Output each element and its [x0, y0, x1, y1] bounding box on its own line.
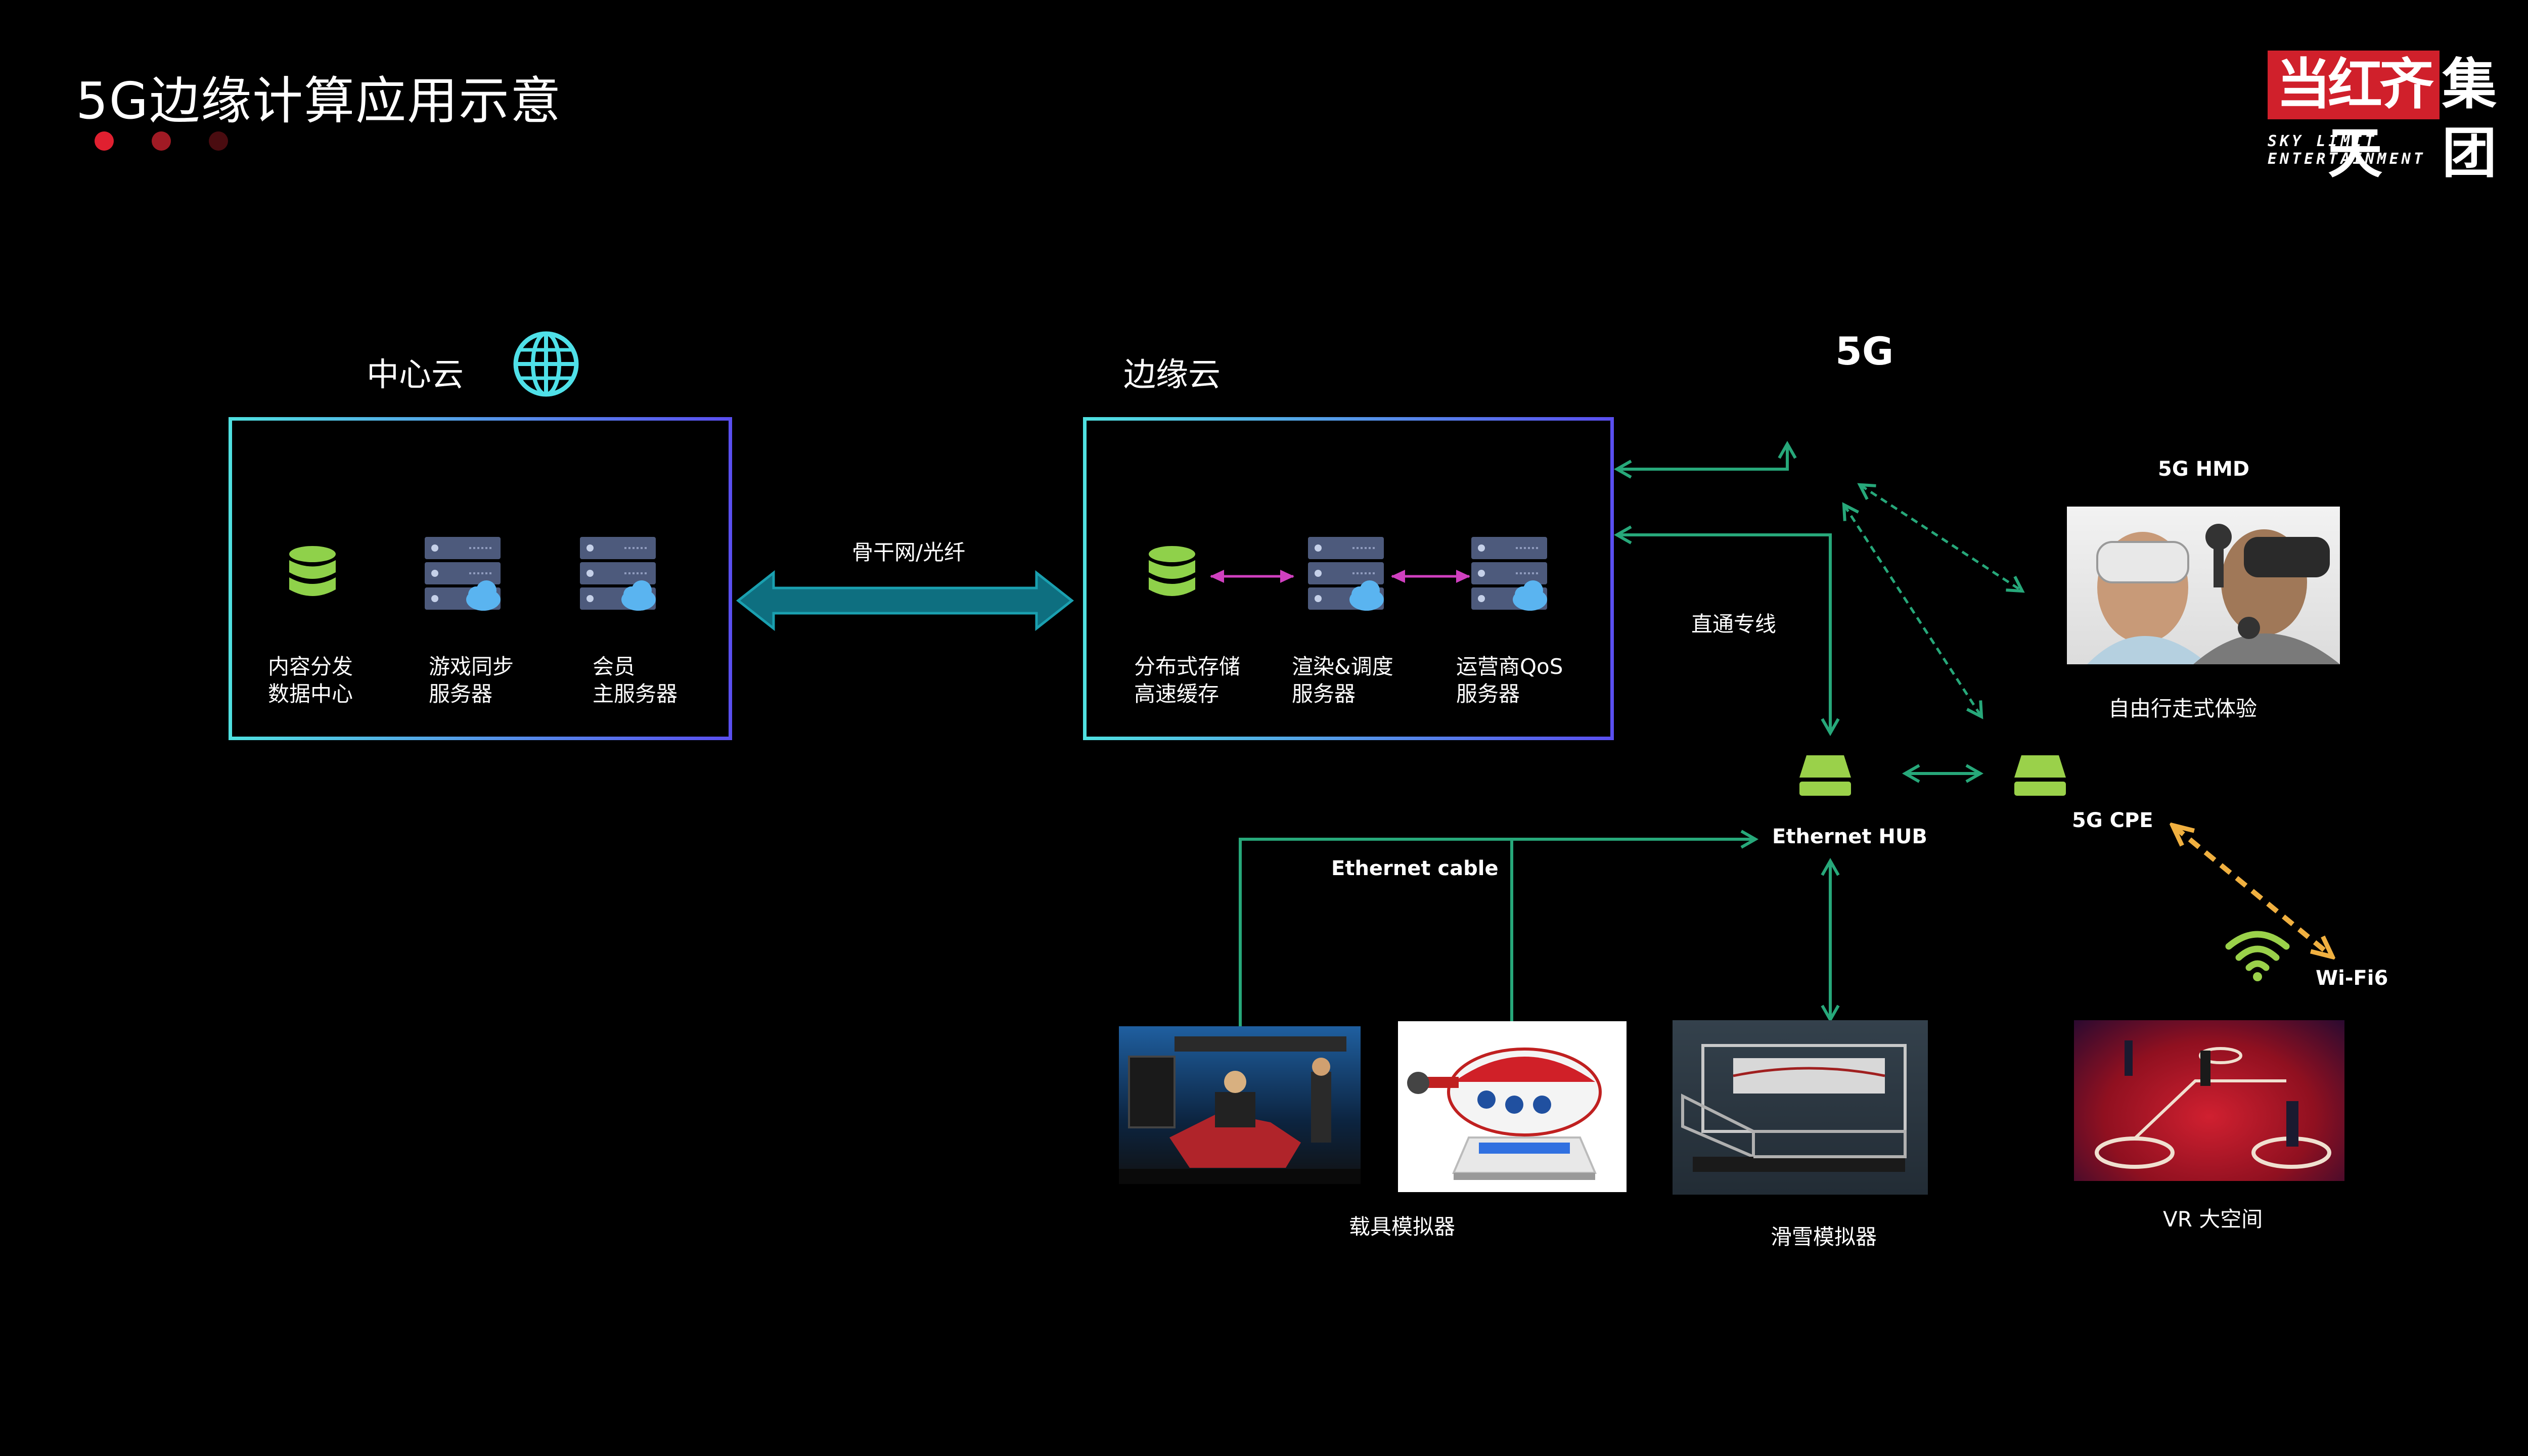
decor-dot [152, 131, 171, 151]
node-label-line1: 内容分发 [268, 654, 353, 679]
node-label: 渲染&调度 服务器 [1292, 653, 1393, 708]
logo-subtitle: SKY LIMIT ENTERTAINMENT [2268, 132, 2426, 168]
5g-cpe-icon [2012, 752, 2068, 800]
backbone-arrow [736, 570, 1074, 631]
ski-simulator-photo [1673, 1020, 1928, 1195]
node-label-line1: 会员 [593, 654, 636, 679]
wifi-icon [2225, 926, 2290, 984]
node-label-line1: 分布式存储 [1134, 654, 1241, 679]
center-cloud-label: 中心云 [367, 356, 464, 394]
direct-line-arrow [1613, 525, 1840, 737]
node-label: 会员 主服务器 [593, 653, 678, 708]
cloud-server-icon [1307, 535, 1388, 618]
logo-red-text: 当红齐天 [2268, 51, 2440, 185]
database-icon [287, 545, 338, 608]
vehicle-simulator-caption: 载具模拟器 [1349, 1214, 1456, 1239]
node-label-line1: 运营商QoS [1456, 654, 1563, 679]
hmd-caption: 自由行走式体验 [2108, 696, 2258, 721]
edge-cloud-label: 边缘云 [1123, 356, 1221, 394]
database-icon [1147, 545, 1197, 608]
vr-arena-photo [2074, 1020, 2344, 1181]
logo-white-text: 集团 [2442, 53, 2497, 185]
ethernet-cable-label: Ethernet cable [1331, 857, 1499, 880]
backbone-label: 骨干网/光纤 [852, 540, 966, 565]
page-title: 5G边缘计算应用示意 [76, 71, 562, 130]
cloud-server-icon [1470, 535, 1551, 618]
node-label-line2: 服务器 [1456, 681, 1520, 706]
wireless-hmd-arrow [1857, 483, 2025, 593]
node-label: 运营商QoS 服务器 [1456, 653, 1563, 708]
decor-dot [95, 131, 114, 151]
cloud-server-icon [424, 535, 505, 618]
hmd-photo [2067, 507, 2340, 664]
node-label-line2: 服务器 [1292, 681, 1356, 706]
hmd-title: 5G HMD [2158, 458, 2250, 481]
decor-dot [209, 131, 228, 151]
cpe-label: 5G CPE [2072, 809, 2153, 832]
node-label: 分布式存储 高速缓存 [1134, 653, 1240, 708]
node-label: 内容分发 数据中心 [268, 653, 353, 708]
vr-arena-caption: VR 大空间 [2163, 1207, 2263, 1232]
node-label-line2: 主服务器 [593, 681, 678, 706]
5g-uplink-arrow [1613, 440, 1797, 479]
label-5g: 5G [1835, 329, 1894, 374]
submarine-simulator-photo [1398, 1021, 1627, 1192]
cloud-server-icon [579, 535, 660, 618]
node-label-line2: 服务器 [429, 681, 493, 706]
ethernet-cable-line [1239, 830, 1759, 1026]
vehicle-simulator-photo [1119, 1026, 1361, 1184]
node-label-line1: 游戏同步 [429, 654, 514, 679]
node-label: 游戏同步 服务器 [429, 653, 514, 708]
direct-line-label: 直通专线 [1691, 612, 1777, 636]
wifi-label: Wi-Fi6 [2316, 967, 2388, 990]
cpe-wifi-arrow [2174, 827, 2331, 956]
node-label-line2: 高速缓存 [1134, 681, 1220, 706]
node-label-line2: 数据中心 [268, 681, 353, 706]
ethernet-hub-icon [1797, 752, 1853, 800]
node-label-line1: 渲染&调度 [1292, 654, 1393, 679]
company-logo: 当红齐天 集团 [2268, 51, 2520, 185]
wireless-cpe-arrow [1842, 502, 1983, 719]
ski-simulator-caption: 滑雪模拟器 [1771, 1224, 1877, 1249]
globe-icon [511, 329, 581, 399]
ethernet-hub-label: Ethernet HUB [1772, 825, 1927, 848]
